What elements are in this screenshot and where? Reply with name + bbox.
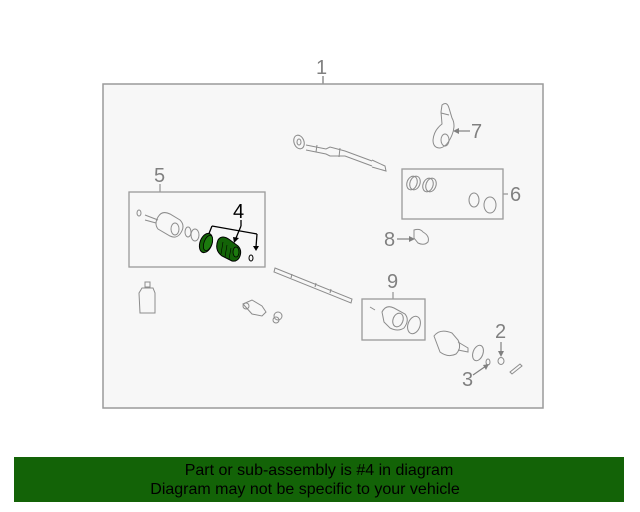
cotter-pin	[509, 363, 523, 375]
callout-1[interactable]: 1	[316, 57, 327, 79]
part-5-box	[128, 191, 266, 268]
assembly-1-frame	[102, 83, 544, 409]
callout-3[interactable]: 3	[462, 369, 473, 391]
part-9-boot	[369, 306, 421, 335]
callout-3-arrow	[472, 365, 487, 376]
callout-8-arrowhead	[409, 236, 415, 242]
callout-4-arrowhead-3	[253, 246, 259, 251]
callout-7[interactable]: 7	[471, 121, 482, 143]
callout-2-arrowhead	[498, 351, 504, 357]
callout-4-arrowhead-2	[233, 237, 239, 243]
part-5-inner-joint	[136, 209, 200, 242]
callout-3-arrowhead	[483, 364, 489, 370]
callout-8[interactable]: 8	[384, 229, 395, 251]
part-4-boot-kit	[198, 232, 254, 262]
callout-4[interactable]: 4	[233, 201, 244, 223]
intermediate-shaft	[293, 134, 387, 172]
part-8-clip	[413, 228, 429, 245]
callout-6[interactable]: 6	[510, 184, 521, 206]
joint-and-nut	[242, 299, 283, 324]
callout-5[interactable]: 5	[154, 165, 165, 187]
part-7-bracket	[432, 103, 455, 149]
info-banner: Part or sub-assembly is #4 in diagram Di…	[14, 457, 624, 502]
banner-line-2: Diagram may not be specific to your vehi…	[150, 481, 460, 498]
outer-cv-joint	[433, 330, 491, 366]
callout-2[interactable]: 2	[495, 321, 506, 343]
part-2-nut	[497, 357, 505, 365]
grease-bottle	[138, 281, 156, 314]
drive-shaft	[273, 267, 353, 304]
banner-line-1: Part or sub-assembly is #4 in diagram	[184, 462, 454, 479]
part-6-seals	[406, 175, 497, 214]
callout-9[interactable]: 9	[387, 271, 398, 293]
callout-7-arrowhead	[453, 128, 459, 134]
part-9-box	[361, 298, 426, 341]
